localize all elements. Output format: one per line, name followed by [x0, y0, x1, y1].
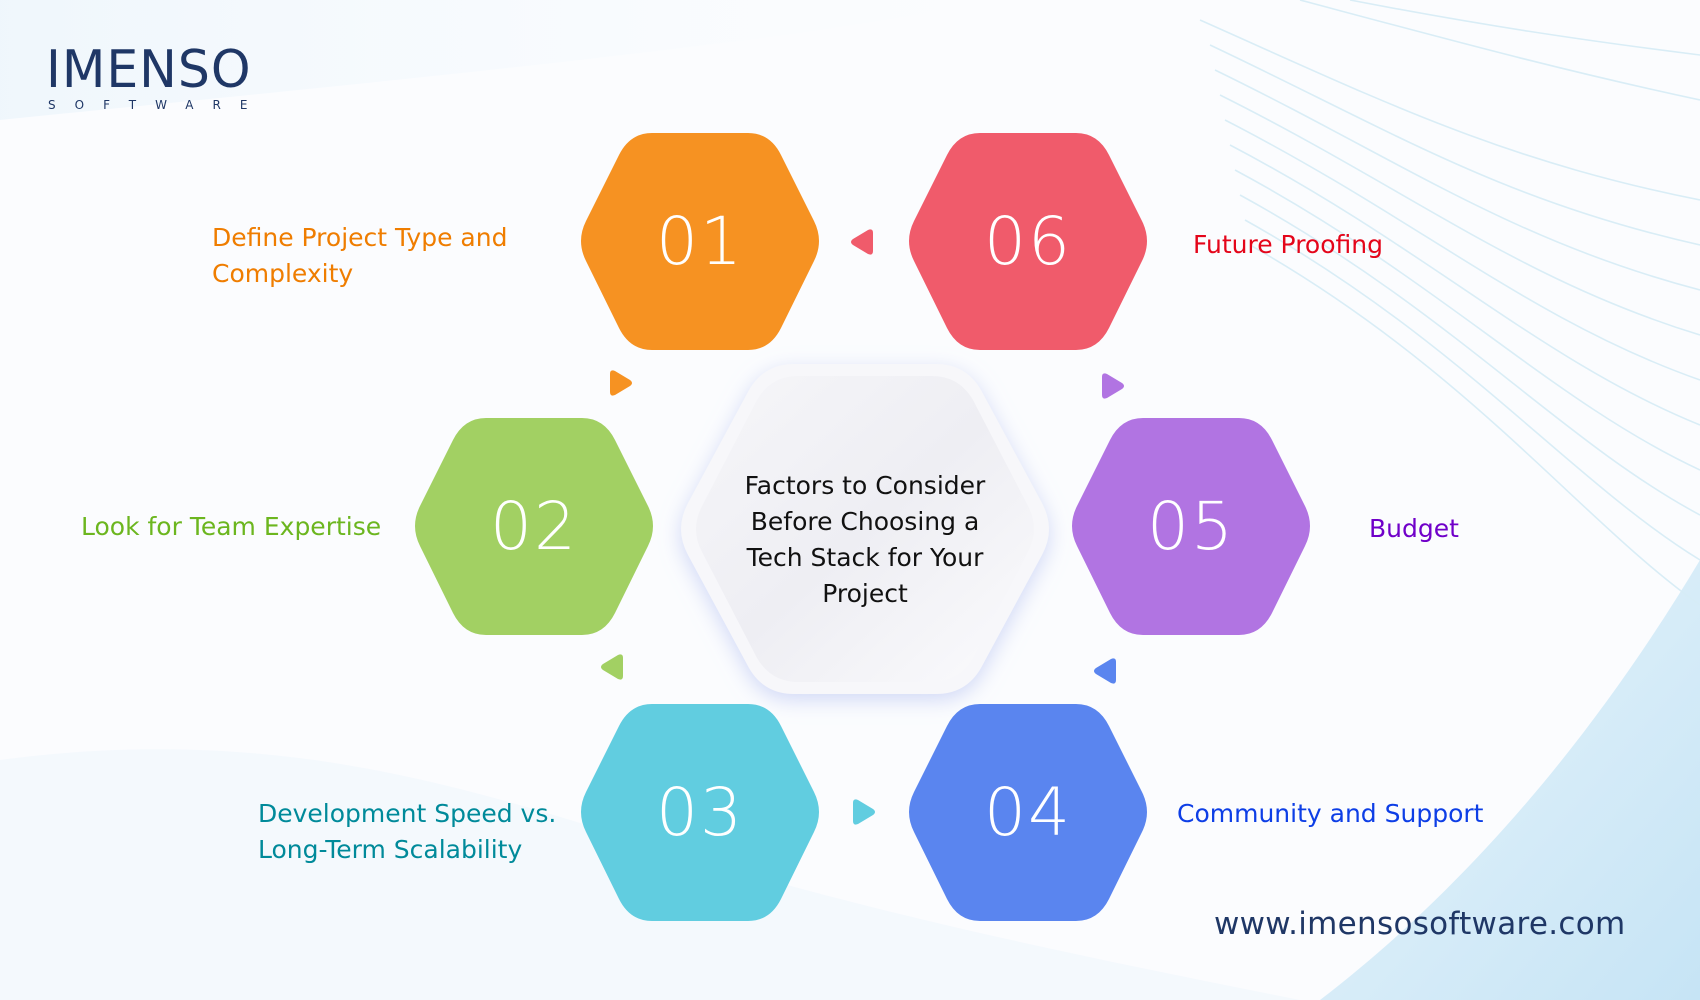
- logo-subtitle: SOFTWARE: [48, 98, 267, 112]
- label-line: Long-Term Scalability: [258, 835, 523, 864]
- label-line: Future Proofing: [1193, 230, 1383, 259]
- arrow-left-icon: [601, 654, 623, 680]
- step-06-label: Future Proofing: [1193, 227, 1383, 263]
- step-04-label: Community and Support: [1177, 796, 1483, 832]
- company-logo: IMENSO SOFTWARE: [46, 44, 266, 112]
- center-title: Factors to Consider Before Choosing a Te…: [676, 468, 1054, 612]
- center-title-line: Tech Stack for Your: [746, 543, 984, 572]
- label-line: Complexity: [212, 259, 354, 288]
- arrow-right-icon: [610, 370, 632, 396]
- arrow-left-icon: [1094, 658, 1116, 684]
- step-04-hexagon: 04: [908, 704, 1148, 921]
- center-title-hexagon: Factors to Consider Before Choosing a Te…: [676, 356, 1054, 702]
- website-url[interactable]: www.imensosoftware.com: [1214, 906, 1626, 942]
- step-01-hexagon: 01: [580, 133, 820, 350]
- step-05-hexagon: 05: [1071, 418, 1311, 635]
- step-number: 04: [984, 774, 1072, 851]
- logo-wordmark: IMENSO: [46, 40, 252, 100]
- arrow-right-icon: [1102, 373, 1124, 399]
- step-05-label: Budget: [1369, 511, 1459, 547]
- step-number: 05: [1147, 488, 1235, 565]
- center-title-line: Project: [822, 579, 908, 608]
- step-02-hexagon: 02: [414, 418, 654, 635]
- step-number: 01: [656, 203, 744, 280]
- label-line: Look for Team Expertise: [81, 512, 382, 541]
- step-number: 03: [656, 774, 744, 851]
- step-06-hexagon: 06: [908, 133, 1148, 350]
- label-line: Define Project Type and: [212, 223, 508, 252]
- step-01-label: Define Project Type and Complexity: [212, 220, 507, 292]
- step-03-hexagon: 03: [580, 704, 820, 921]
- arrow-left-icon: [851, 229, 873, 255]
- label-line: Development Speed vs.: [258, 799, 557, 828]
- step-03-label: Development Speed vs. Long-Term Scalabil…: [258, 796, 556, 868]
- step-number: 06: [984, 203, 1072, 280]
- center-title-line: Factors to Consider: [744, 471, 986, 500]
- label-line: Budget: [1369, 514, 1459, 543]
- arrow-right-icon: [853, 799, 875, 825]
- label-line: Community and Support: [1177, 799, 1484, 828]
- step-number: 02: [490, 488, 578, 565]
- center-title-line: Before Choosing a: [750, 507, 980, 536]
- step-02-label: Look for Team Expertise: [81, 509, 381, 545]
